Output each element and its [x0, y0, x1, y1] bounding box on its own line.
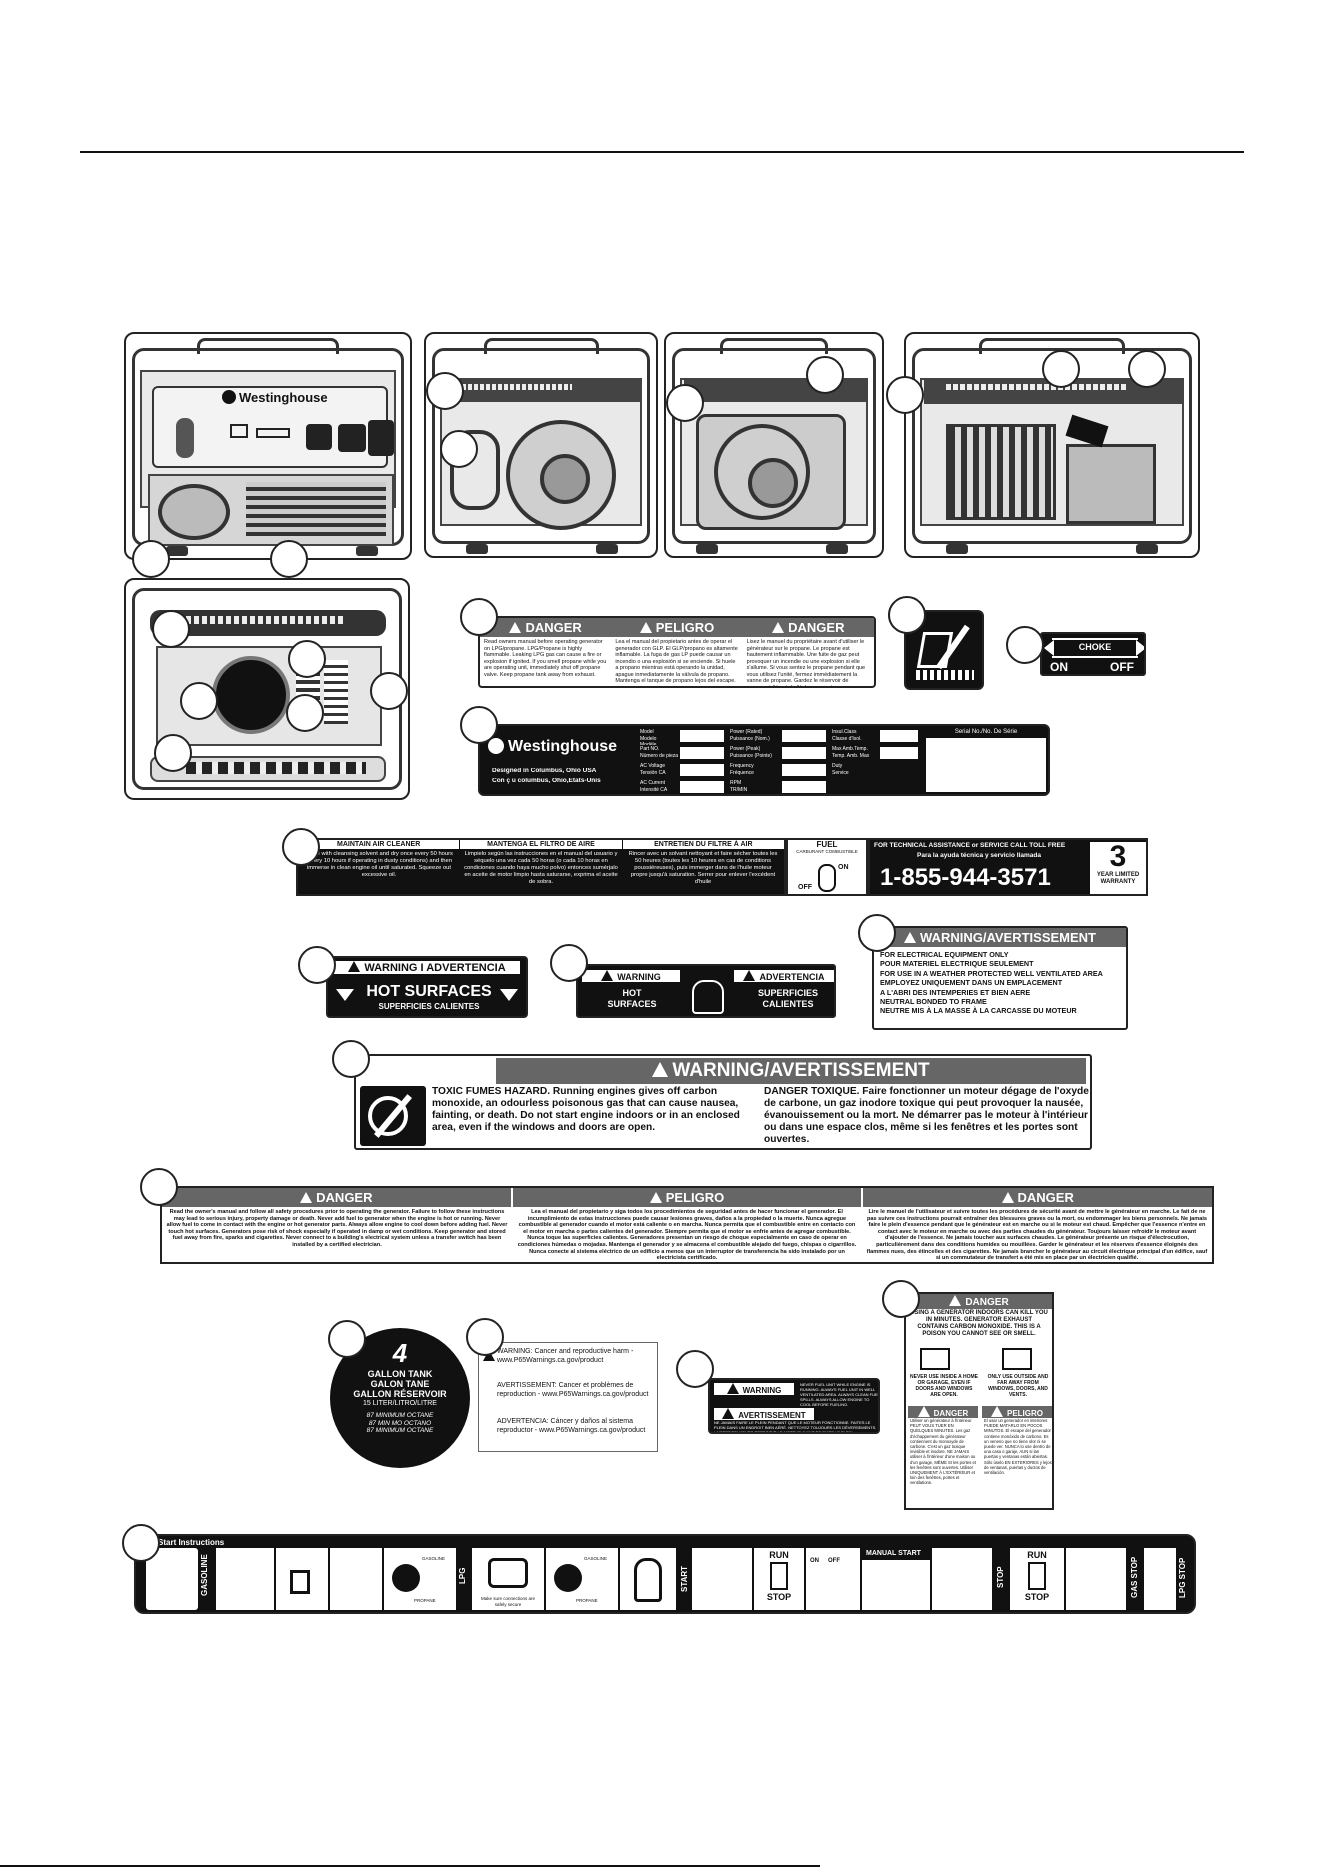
callout-28 — [676, 1350, 714, 1388]
callout-13 — [286, 694, 324, 732]
generator-side-view-right — [664, 332, 884, 558]
co-hazard-icon — [360, 1086, 426, 1146]
house-icon — [920, 1348, 950, 1370]
callout-27 — [466, 1318, 504, 1356]
choke-label: CHOKE ON OFF — [1040, 632, 1146, 676]
callout-11 — [288, 640, 326, 678]
air-cleaner-label: MAINTAIN AIR CLEANER MANTENGA EL FILTRO … — [296, 838, 786, 896]
callout-19 — [460, 706, 498, 744]
outdoor-icon — [1002, 1348, 1032, 1370]
callout-14 — [370, 672, 408, 710]
callout-30 — [122, 1524, 160, 1562]
callout-3 — [426, 372, 464, 410]
choke-on: ON — [1050, 660, 1068, 674]
generator-side-view-left — [424, 332, 658, 558]
callout-16 — [460, 598, 498, 636]
hot-surfaces-label-2: WARNING ADVERTENCIA HOT SURFACES SUPERFI… — [576, 964, 836, 1018]
callout-6 — [666, 384, 704, 422]
callout-17 — [888, 596, 926, 634]
callout-26 — [328, 1320, 366, 1358]
callout-29 — [882, 1280, 920, 1318]
footer-rule — [0, 1865, 820, 1867]
support-label: FOR TECHNICAL ASSISTANCE or SERVICE CALL… — [868, 838, 1148, 896]
co-danger-label: DANGER USING A GENERATOR INDOORS CAN KIL… — [904, 1292, 1054, 1510]
callout-21 — [298, 946, 336, 984]
generator-front-view: Westinghouse — [124, 332, 412, 560]
start-instructions-label: Start Instructions GASOLINE GASOLINE PRO… — [134, 1534, 1196, 1614]
fuel-cap — [212, 656, 290, 734]
callout-7 — [1042, 350, 1080, 388]
callout-2 — [270, 540, 308, 578]
callout-5 — [806, 356, 844, 394]
lpg-danger-label: DANGER PELIGRO DANGER Read owners manual… — [478, 616, 876, 688]
support-phone: 1-855-944-3571 — [880, 864, 1051, 891]
refuel-warning-label: WARNING NEVER FUEL UNIT WHILE ENGINE IS … — [708, 1378, 880, 1434]
fuel-valve-label: FUEL CARBURANT COMBUSTIBLE ON OFF — [786, 838, 868, 896]
callout-4 — [440, 430, 478, 468]
callout-24 — [332, 1040, 370, 1078]
callout-23 — [858, 914, 896, 952]
spec-nameplate: Westinghouse Designed in Columbus, Ohio … — [478, 724, 1050, 796]
callout-15 — [154, 734, 192, 772]
brand-logo: Westinghouse — [222, 390, 328, 405]
choke-off: OFF — [1110, 660, 1134, 674]
p65-warning-label: WARNING: Cancer and reproductive harm - … — [478, 1342, 658, 1452]
callout-12 — [180, 682, 218, 720]
hot-surfaces-label-1: WARNING I ADVERTENCIA HOT SURFACES SUPER… — [326, 956, 528, 1018]
operation-danger-label: DANGER PELIGRO DANGER Read the owner's m… — [160, 1186, 1214, 1264]
electrical-warning-label: WARNING/AVERTISSEMENT FOR ELECTRICAL EQU… — [872, 926, 1128, 1030]
toxic-fumes-label: WARNING/AVERTISSEMENT TOXIC FUMES HAZARD… — [354, 1054, 1092, 1150]
callout-8 — [1128, 350, 1166, 388]
header-rule — [80, 151, 1244, 153]
callout-10 — [152, 610, 190, 648]
spec-brand: Westinghouse — [488, 738, 617, 756]
callout-20 — [282, 828, 320, 866]
callout-22 — [550, 944, 588, 982]
callout-18 — [1006, 626, 1044, 664]
callout-25 — [140, 1168, 178, 1206]
callout-1 — [132, 540, 170, 578]
callout-9 — [886, 376, 924, 414]
hand-burn-icon — [692, 980, 724, 1014]
